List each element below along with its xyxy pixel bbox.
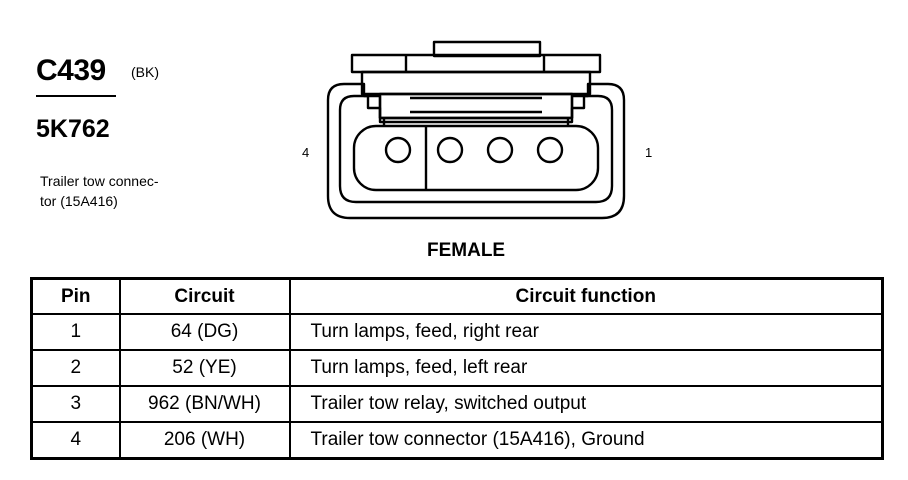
table-row: 4 206 (WH) Trailer tow connector (15A416…: [30, 421, 884, 460]
pin-label-left: 4: [302, 145, 310, 160]
pin-cell: 1: [30, 313, 121, 351]
circuit-cell: 206 (WH): [118, 421, 291, 460]
circuit-cell: 64 (DG): [118, 313, 291, 351]
circuit-cell: 52 (YE): [118, 349, 291, 387]
connector-latch-tab: [350, 40, 602, 120]
pin-cell: 2: [30, 349, 121, 387]
pin-cavity-1: [536, 136, 564, 164]
color-code: (BK): [131, 64, 159, 80]
pin-cell: 4: [30, 421, 121, 460]
part-number: 5K762: [36, 115, 110, 143]
circuit-cell: 962 (BN/WH): [118, 385, 291, 423]
function-cell: Trailer tow relay, switched output: [288, 385, 884, 423]
pin-cavity-3: [436, 136, 464, 164]
connector-id-underline: [36, 95, 116, 97]
pinout-table: Pin Circuit Circuit function 1 64 (DG) T…: [30, 277, 884, 460]
table-header-row: Pin Circuit Circuit function: [30, 277, 884, 315]
description-line-1: Trailer tow connec-: [40, 173, 159, 189]
function-cell: Trailer tow connector (15A416), Ground: [288, 421, 884, 460]
function-cell: Turn lamps, feed, left rear: [288, 349, 884, 387]
connector-id: C439: [36, 54, 106, 87]
pin-cavity-frame: [352, 124, 600, 192]
header-pin: Pin: [30, 277, 121, 315]
description-line-2: tor (15A416): [40, 193, 118, 209]
view-label: FEMALE: [427, 240, 506, 261]
pin-label-right: 1: [645, 145, 653, 160]
table-row: 1 64 (DG) Turn lamps, feed, right rear: [30, 313, 884, 351]
connector-face-drawing: [326, 40, 626, 220]
pin-cavity-4: [384, 136, 412, 164]
connector-inner-shell: [338, 94, 614, 204]
function-cell: Turn lamps, feed, right rear: [288, 313, 884, 351]
pin-cavity-2: [486, 136, 514, 164]
table-row: 2 52 (YE) Turn lamps, feed, left rear: [30, 349, 884, 387]
header-circuit: Circuit: [118, 277, 291, 315]
table-row: 3 962 (BN/WH) Trailer tow relay, switche…: [30, 385, 884, 423]
header-circuit-function: Circuit function: [288, 277, 884, 315]
connector-description: Trailer tow connec- tor (15A416): [40, 171, 190, 211]
connector-outer-shell: [326, 82, 626, 220]
pin-cell: 3: [30, 385, 121, 423]
